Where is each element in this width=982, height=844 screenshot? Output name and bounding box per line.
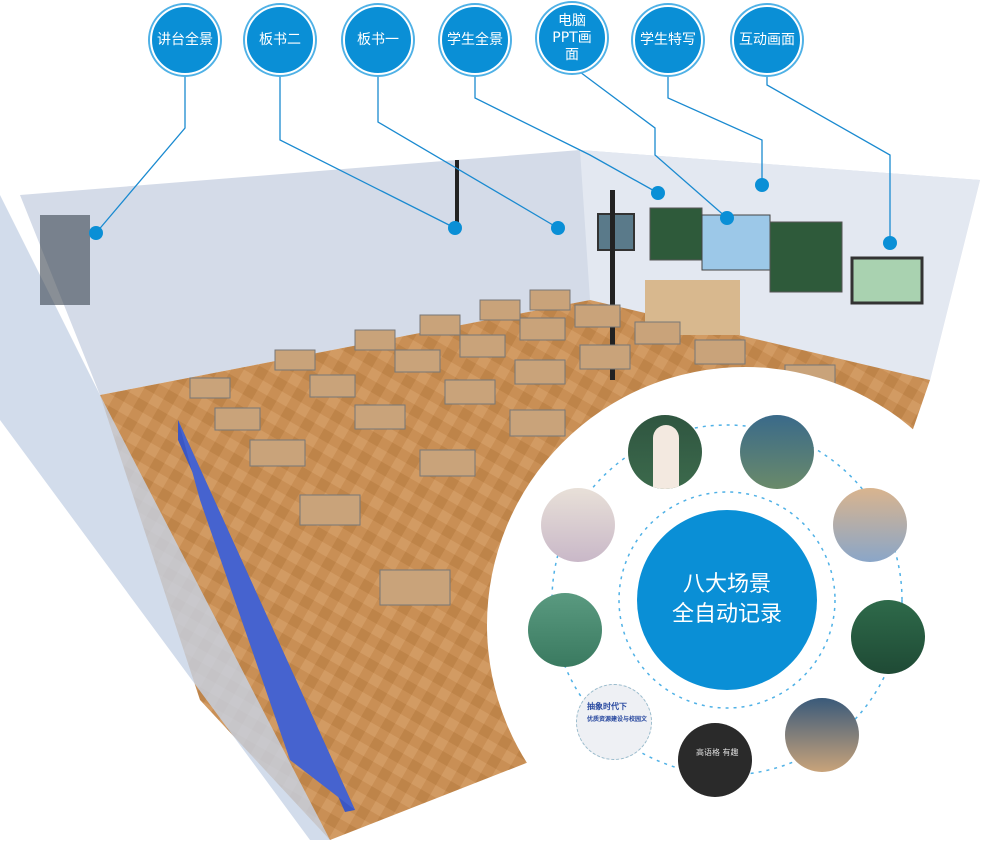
camera-label-interactive: 互动画面 xyxy=(732,5,802,75)
photo-teacher xyxy=(628,415,702,489)
label-text: 电脑PPT画面 xyxy=(552,12,592,63)
photo-classroom xyxy=(785,698,859,772)
label-text: 讲台全景 xyxy=(157,31,213,48)
photo-ppt-slide: 抽象时代下优质资源建设与校园文 xyxy=(576,684,652,760)
photo-lecture: 高语格 有趣 xyxy=(678,723,752,797)
camera-dots xyxy=(89,178,897,250)
label-text: 板书二 xyxy=(259,31,301,48)
lecture-text: 高语格 有趣 xyxy=(696,748,739,757)
camera-label-podium-panorama: 讲台全景 xyxy=(150,5,220,75)
center-title-line2: 全自动记录 xyxy=(671,602,782,627)
ppt-screen xyxy=(701,214,771,271)
camera-label-board-one: 板书一 xyxy=(343,5,413,75)
camera-label-student-panorama: 学生全景 xyxy=(440,5,510,75)
camera-label-ppt: 电脑PPT画面 xyxy=(537,3,607,73)
slide-title-1: 抽象时代下 xyxy=(587,702,627,711)
photo-students-panorama xyxy=(833,488,907,562)
photo-podium xyxy=(740,415,814,489)
blackboard-right xyxy=(769,221,843,293)
blackboard-left xyxy=(649,207,703,261)
photo-board-writing xyxy=(528,593,602,667)
side-screen xyxy=(597,213,635,251)
slide-title-2: 优质资源建设与校园文 xyxy=(587,716,648,723)
leader-lines xyxy=(95,71,891,243)
center-title: 八大场景 全自动记录 xyxy=(637,510,817,690)
center-title-line1: 八大场景 xyxy=(682,572,771,597)
photo-blackboard xyxy=(851,600,925,674)
camera-label-student-closeup: 学生特写 xyxy=(633,5,703,75)
camera-label-board-two: 板书二 xyxy=(245,5,315,75)
label-text: 板书一 xyxy=(357,31,399,48)
label-text: 学生特写 xyxy=(640,31,696,48)
label-text: 学生全景 xyxy=(447,31,503,48)
photo-student-closeup xyxy=(541,488,615,562)
label-text: 互动画面 xyxy=(739,31,795,48)
interactive-screen xyxy=(850,256,924,305)
